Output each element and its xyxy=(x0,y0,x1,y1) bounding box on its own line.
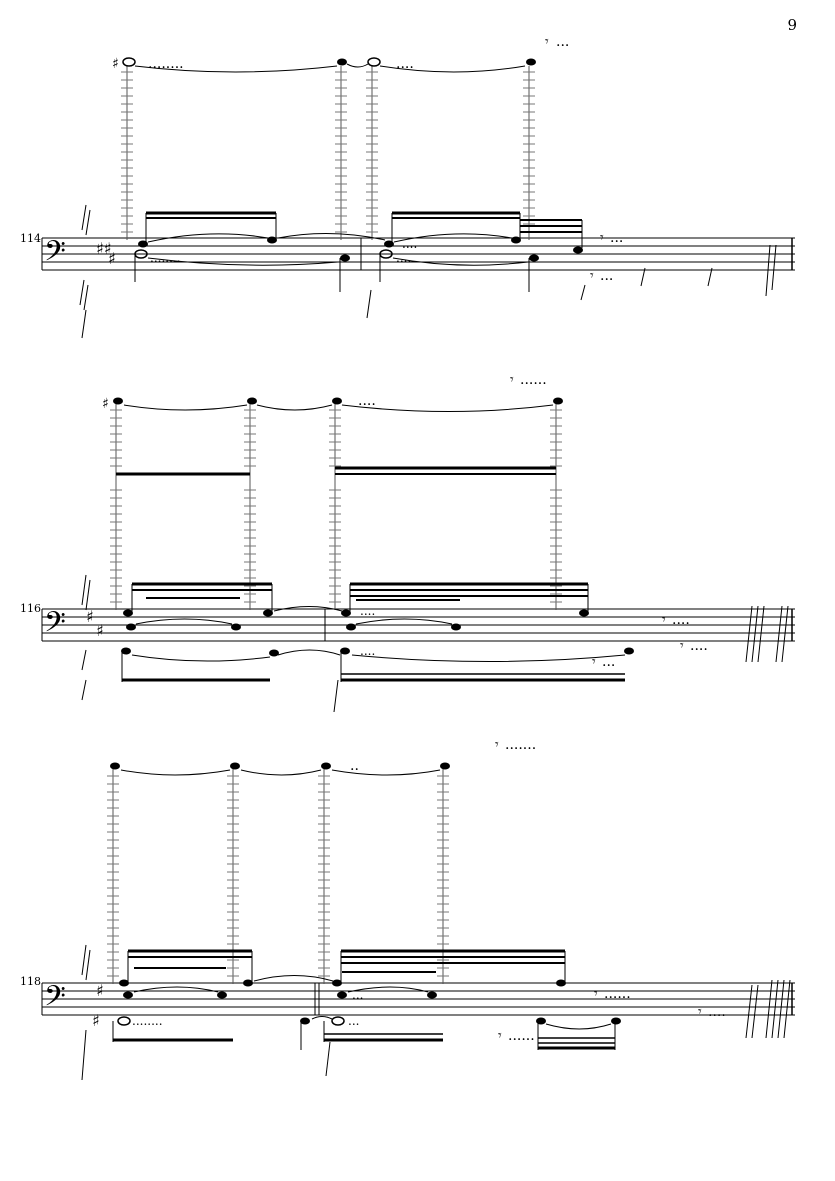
dots: ...... xyxy=(604,986,631,1002)
rest-icon: 𝄾 xyxy=(592,654,596,670)
high-notes-118 xyxy=(110,762,450,770)
staff-118 xyxy=(41,982,795,1016)
ledger-ticks-118 xyxy=(107,775,449,977)
high-notes-116: ♯ xyxy=(102,396,563,412)
trailing-rests-114 xyxy=(366,244,777,319)
sharp-icon: ♯ xyxy=(96,621,104,640)
system-114: 𝄢 ♯♯ ♯ ♯ ........ xyxy=(41,34,795,339)
dots: .... xyxy=(396,56,414,72)
mid-notes-116 xyxy=(123,609,589,631)
rest-icon: 𝄾 xyxy=(698,1004,702,1020)
sharp-icon: ♯ xyxy=(92,1011,100,1030)
dots: ... xyxy=(348,1014,359,1028)
mid-beams-116 xyxy=(131,582,589,612)
dots: .... xyxy=(358,393,376,409)
dots: .... xyxy=(360,604,375,618)
rest-icon: 𝄾 xyxy=(510,372,514,388)
rest-icon: 𝄾 xyxy=(495,737,499,753)
rest-icon: 𝄾 xyxy=(590,268,594,284)
page-number: 9 xyxy=(787,16,797,34)
dots: ........ xyxy=(150,251,181,265)
mid-notes-114 xyxy=(138,236,583,254)
bass-clef-icon: 𝄢 xyxy=(44,980,66,1020)
tuplet-marks xyxy=(79,204,91,339)
measure-number-116: 116 xyxy=(20,602,41,615)
rest-icon: 𝄾 xyxy=(662,612,666,628)
low-notes-114 xyxy=(134,249,539,262)
sharp-icon: ♯ xyxy=(96,981,104,1000)
dots: .... xyxy=(690,638,708,654)
high-notes-114: ♯ xyxy=(112,56,536,72)
mid-beams-118 xyxy=(127,949,566,982)
rest-icon: 𝄾 xyxy=(545,34,549,50)
dots: ...... xyxy=(520,372,547,388)
sharp-icon: ♯ xyxy=(112,56,119,72)
rest-icon: 𝄾 xyxy=(680,638,684,654)
ledger-columns-118 xyxy=(112,768,444,984)
tuplet-marks xyxy=(81,944,91,1081)
dots: .... xyxy=(360,644,375,658)
bass-clef-icon: 𝄢 xyxy=(44,606,66,646)
ledger-columns-114 xyxy=(126,66,530,240)
dots: .... xyxy=(672,612,690,628)
low-notes-118 xyxy=(117,1016,621,1026)
dots: ....... xyxy=(505,737,536,753)
low-notes-116 xyxy=(121,647,634,657)
mid-notes-118 xyxy=(119,979,566,999)
dots: ...... xyxy=(508,1028,535,1044)
measure-number-114: 114 xyxy=(20,232,41,245)
trailing-rests-116 xyxy=(333,605,789,713)
system-118: 𝄢 ♯ ♯ .. 𝄾 ....... xyxy=(41,737,795,1081)
staff-116 xyxy=(41,608,795,642)
sharp-icon: ♯ xyxy=(108,249,116,268)
system-116: 𝄢 ♯ ♯ ♯ ... xyxy=(41,372,795,713)
sharp-icon: ♯ xyxy=(102,396,109,412)
bass-clef-icon: 𝄢 xyxy=(44,235,66,275)
dots: ... xyxy=(610,230,623,246)
dots: ... xyxy=(352,988,363,1002)
dots: .. xyxy=(350,758,359,774)
ledger-ticks-114 xyxy=(121,71,535,233)
dots: ... xyxy=(600,268,613,284)
rest-icon: 𝄾 xyxy=(594,986,598,1002)
high-ties-114 xyxy=(134,63,526,73)
sharp-icon: ♯ xyxy=(86,607,94,626)
dots: .... xyxy=(396,251,411,265)
tuplet-marks xyxy=(81,574,91,701)
rest-icon: 𝄾 xyxy=(498,1028,502,1044)
trailing-rests-118 xyxy=(325,979,791,1077)
dots: ... xyxy=(602,654,615,670)
ledger-ticks-116 xyxy=(110,409,562,603)
measure-number-118: 118 xyxy=(20,975,41,988)
dots: .... xyxy=(402,237,417,251)
dots: ........ xyxy=(132,1014,163,1028)
dots: .... xyxy=(708,1004,726,1020)
dots: ... xyxy=(556,34,569,50)
sharp-icon: ♯♯ xyxy=(96,239,111,258)
rest-icon: 𝄾 xyxy=(600,230,604,246)
mid-beams-114 xyxy=(145,211,583,248)
